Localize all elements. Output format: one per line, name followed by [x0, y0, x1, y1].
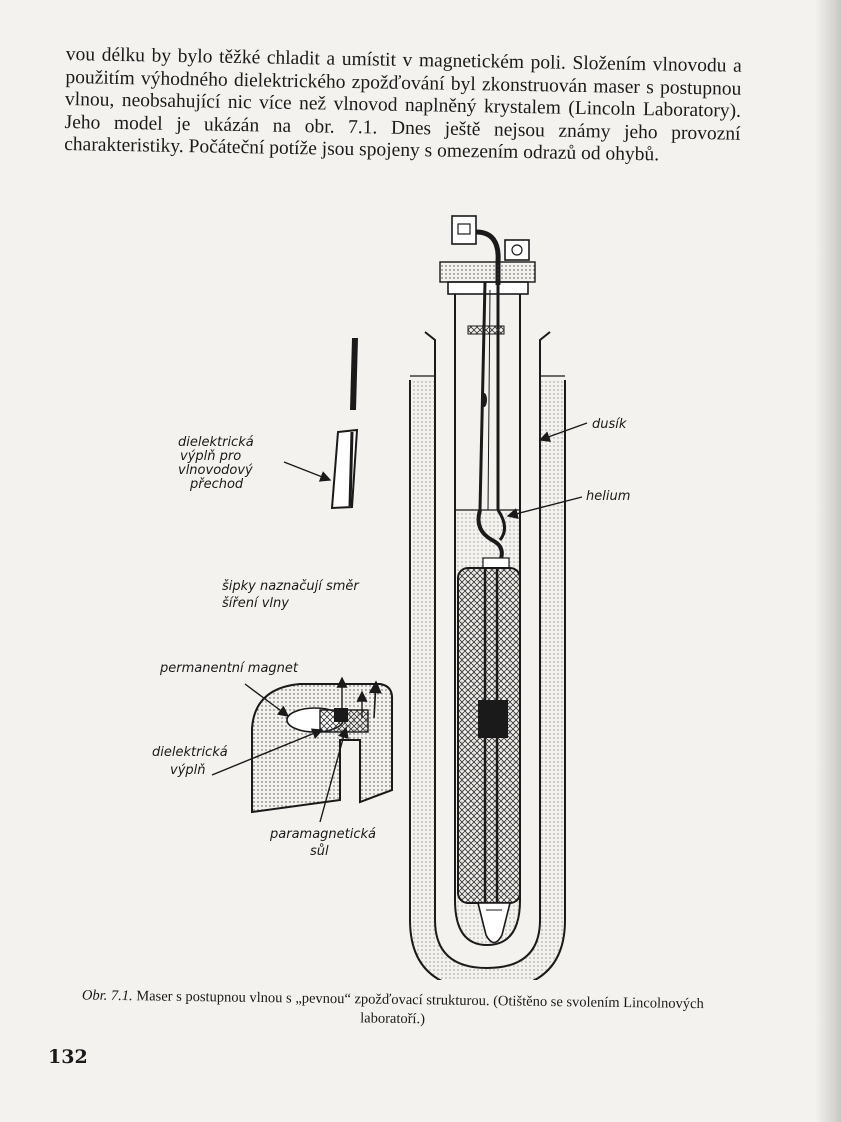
label-dielectric-transition-2: výplň pro [180, 449, 241, 464]
label-arrows-1: šipky naznačují směr [222, 579, 360, 594]
label-dielectric-transition-1: dielektrická [178, 435, 254, 450]
label-helium: helium [586, 489, 630, 504]
waveguide-connector [439, 215, 536, 285]
dielectric-transition [283, 338, 359, 510]
magnet-cylinder [457, 557, 521, 944]
label-dielectric-transition-4: přechod [189, 477, 244, 492]
figure-caption: Obr. 7.1. Maser s postupnou vlnou s „pev… [47, 986, 737, 1034]
page-edge-shadow [815, 0, 841, 1122]
page-number: 132 [48, 1046, 88, 1068]
waveguide-rods [467, 281, 506, 567]
label-permanent-magnet: permanentní magnet [159, 661, 299, 676]
label-paramagnetic-salt-2: sůl [310, 844, 329, 859]
caption-text: Maser s postupnou vlnou s „pevnou“ zpožď… [132, 988, 704, 1028]
label-nitrogen: dusík [592, 417, 627, 432]
label-dielectric-fill-1: dielektrická [152, 745, 228, 760]
label-paramagnetic-salt-1: paramagnetická [269, 827, 376, 842]
figure-maser-diagram: dielektrická výplň pro vlnovodový přecho… [152, 215, 630, 980]
label-dielectric-fill-2: výplň [170, 763, 206, 778]
caption-prefix: Obr. 7.1. [81, 987, 133, 1005]
label-dielectric-transition-3: vlnovodový [178, 463, 253, 478]
label-arrows-2: šíření vlny [222, 596, 289, 611]
magnet-cross-section [211, 676, 394, 823]
